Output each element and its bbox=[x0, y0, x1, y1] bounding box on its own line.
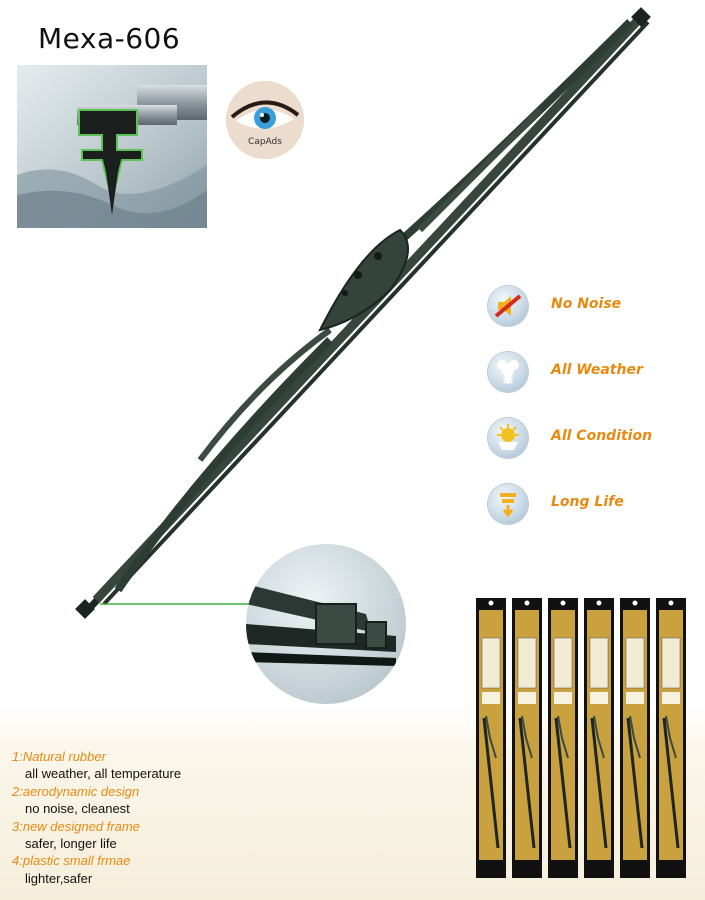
logo-text: CapAds bbox=[248, 137, 282, 147]
package-box bbox=[548, 598, 578, 878]
package-box bbox=[656, 598, 686, 878]
package-graphic bbox=[512, 598, 542, 878]
spec-heading: 2:aerodynamic design bbox=[12, 783, 140, 799]
spec-detail: no noise, cleanest bbox=[25, 801, 130, 817]
feature-label: All Weather bbox=[551, 362, 643, 378]
retail-packages bbox=[476, 598, 701, 878]
feature-long-life: Long Life bbox=[488, 484, 698, 524]
feature-label: All Condition bbox=[551, 428, 653, 444]
all-condition-icon bbox=[488, 418, 528, 458]
spec-detail: all weather, all temperature bbox=[25, 766, 182, 782]
eye-icon bbox=[226, 81, 304, 159]
center-bridge bbox=[318, 228, 409, 332]
rubber-profile-illustration bbox=[17, 65, 207, 228]
lower-yoke bbox=[114, 337, 333, 593]
end-clip-zoom bbox=[246, 544, 406, 704]
feature-all-condition: All Condition bbox=[488, 418, 698, 458]
end-clip-graphic bbox=[246, 584, 396, 666]
spec-list: 1:Natural rubber all weather, all temper… bbox=[12, 748, 312, 887]
package-box bbox=[584, 598, 614, 878]
spec-heading: 3:new designed frame bbox=[12, 818, 140, 834]
package-graphic bbox=[656, 598, 686, 878]
eye-logo: CapAds bbox=[226, 81, 304, 159]
package-box bbox=[620, 598, 650, 878]
product-title: Mexa-606 bbox=[38, 22, 181, 55]
feature-label: No Noise bbox=[551, 296, 622, 312]
spec-detail: lighter,safer bbox=[25, 870, 93, 886]
package-graphic bbox=[476, 598, 506, 878]
spec-heading: 4:plastic small frmae bbox=[12, 853, 131, 869]
package-graphic bbox=[548, 598, 578, 878]
feature-label: Long Life bbox=[551, 494, 624, 510]
package-box bbox=[512, 598, 542, 878]
spec-detail: safer, longer life bbox=[25, 836, 117, 852]
rubber-profile-graphic bbox=[17, 65, 207, 228]
feature-no-noise: No Noise bbox=[488, 286, 698, 326]
feature-all-weather: All Weather bbox=[488, 352, 698, 392]
spec-heading: 1:Natural rubber bbox=[12, 749, 106, 764]
package-box bbox=[476, 598, 506, 878]
all-weather-icon bbox=[488, 352, 528, 392]
package-graphic bbox=[620, 598, 650, 878]
no-noise-icon bbox=[488, 286, 528, 326]
package-graphic bbox=[584, 598, 614, 878]
long-life-icon bbox=[488, 484, 528, 524]
